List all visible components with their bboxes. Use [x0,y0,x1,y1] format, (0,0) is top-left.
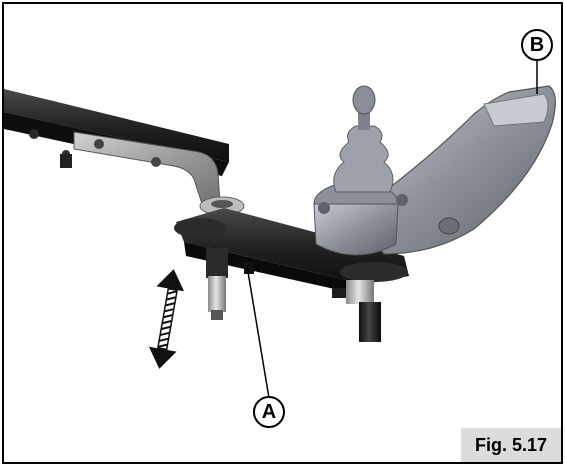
double-headed-vertical-arrow-icon [148,269,185,369]
callout-a-leader [246,265,270,399]
callout-b-circle [521,29,553,61]
callout-a-label: A [261,401,277,423]
figure-caption: Fig. 5.17 [461,428,561,462]
joystick-mount-illustration [4,29,556,428]
swing-arm [174,208,409,296]
joystick-module [313,85,556,256]
callout-a-circle [253,396,285,428]
left-post [206,248,254,320]
callout-b-label: B [529,34,545,56]
right-post [332,280,381,342]
